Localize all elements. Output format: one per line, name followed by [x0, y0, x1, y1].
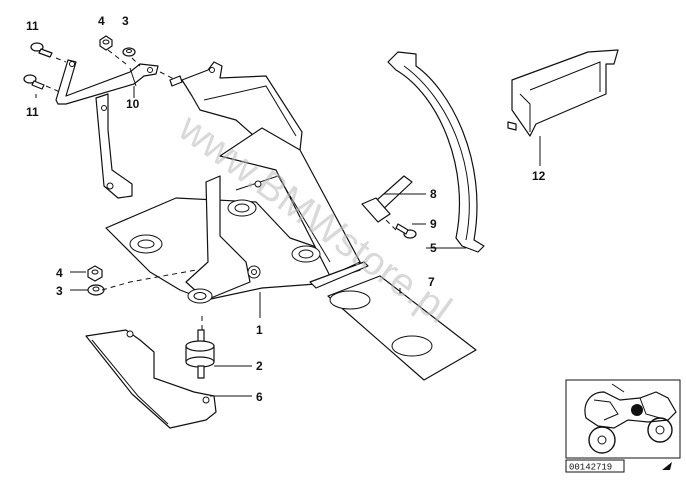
- callout-numbers: 11 4 3 10 11 8 9 5 7 1 4 3 2 6 12: [26, 14, 546, 404]
- callout-12: 12: [532, 169, 546, 183]
- leader-lines: [35, 86, 541, 397]
- rubber-mount-part-2[interactable]: [185, 329, 215, 379]
- clamp-lever-part-8[interactable]: [361, 175, 413, 223]
- screw-part-11-lower[interactable]: [23, 74, 45, 90]
- callout-11-top: 11: [26, 19, 39, 33]
- screw-part-11-upper[interactable]: [30, 42, 53, 58]
- arrow-icon: [662, 462, 672, 470]
- motorcycle-thumbnail: 00142719: [565, 379, 681, 473]
- deflector-part-6[interactable]: [85, 329, 217, 429]
- diagram-code: 00142719: [569, 463, 612, 473]
- callout-7: 7: [428, 275, 435, 289]
- callout-2: 2: [256, 359, 263, 373]
- callout-9: 9: [430, 217, 437, 231]
- strap-part-5[interactable]: [387, 51, 485, 253]
- callout-11-bottom: 11: [26, 105, 39, 119]
- nut-part-4-lower[interactable]: [87, 265, 103, 282]
- bracket-part-10[interactable]: [55, 59, 159, 105]
- screw-part-9[interactable]: [395, 223, 417, 239]
- bolt-small-top[interactable]: [169, 75, 183, 87]
- washer-part-3-upper[interactable]: [122, 47, 136, 57]
- location-marker-icon: [631, 404, 643, 416]
- assembly-lines: [45, 49, 397, 330]
- callout-10: 10: [126, 97, 140, 111]
- battery-tray-part-1[interactable]: [95, 61, 369, 304]
- nut-part-4-upper[interactable]: [99, 35, 113, 51]
- callout-3-top: 3: [122, 14, 129, 28]
- cover-part-12[interactable]: [507, 49, 619, 137]
- callout-5: 5: [430, 241, 437, 255]
- callout-8: 8: [430, 187, 437, 201]
- battery-pad-part-7[interactable]: [327, 275, 477, 381]
- callout-4-top: 4: [98, 14, 105, 28]
- callout-3-bottom: 3: [56, 284, 63, 298]
- callout-6: 6: [256, 390, 263, 404]
- callout-4-bottom: 4: [56, 266, 63, 280]
- callout-1: 1: [256, 323, 263, 337]
- washer-part-3-lower[interactable]: [87, 284, 105, 296]
